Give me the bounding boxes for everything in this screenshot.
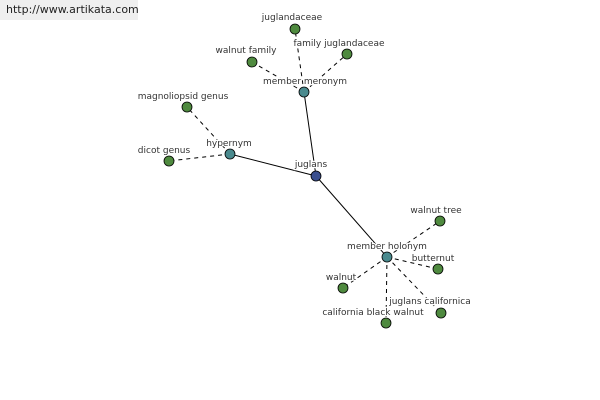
node-label-california-black-walnut: california black walnut: [322, 308, 424, 318]
node-walnut-tree[interactable]: [434, 215, 446, 227]
node-magnoliopsid-genus[interactable]: [181, 101, 193, 113]
node-juglans-californica[interactable]: [435, 307, 447, 319]
node-label-hypernym: hypernym: [206, 139, 252, 149]
edge-juglans-to-member-meronym: [303, 91, 317, 177]
node-member-holonym[interactable]: [381, 251, 393, 263]
edges-layer: [168, 28, 442, 324]
node-label-walnut-tree: walnut tree: [410, 206, 462, 216]
node-juglans[interactable]: [310, 170, 322, 182]
nodes-layer: [163, 23, 447, 329]
node-label-magnoliopsid-genus: magnoliopsid genus: [138, 92, 229, 102]
node-california-black-walnut[interactable]: [380, 317, 392, 329]
node-walnut[interactable]: [337, 282, 349, 294]
node-dicot-genus[interactable]: [163, 155, 175, 167]
node-hypernym[interactable]: [224, 148, 236, 160]
edge-member-holonym-to-walnut-tree: [386, 220, 441, 258]
node-label-juglandaceae: juglandaceae: [261, 13, 323, 23]
node-label-juglans-californica: juglans californica: [388, 297, 471, 307]
labels-layer: juglans hypernym member meronym member holo…: [136, 12, 472, 320]
node-label-member-holonym: member holonym: [347, 242, 427, 252]
edge-member-holonym-to-walnut: [342, 256, 388, 289]
node-label-walnut-family: walnut family: [216, 46, 278, 56]
edge-member-holonym-to-juglans-californica: [386, 256, 442, 314]
node-label-member-meronym: member meronym: [263, 77, 347, 87]
edge-member-holonym-to-california-black-walnut: [385, 256, 388, 324]
node-juglandaceae[interactable]: [289, 23, 301, 35]
watermark-url: http://www.artikata.com: [0, 0, 139, 20]
edge-member-meronym-to-walnut-family: [251, 61, 305, 93]
node-member-meronym[interactable]: [298, 86, 310, 98]
node-label-juglans: juglans: [294, 160, 328, 170]
node-family-juglandaceae[interactable]: [341, 48, 353, 60]
edge-juglans-to-hypernym: [229, 153, 317, 177]
edge-member-meronym-to-juglandaceae: [294, 28, 305, 93]
edge-juglans-to-member-holonym: [315, 175, 388, 258]
node-label-dicot-genus: dicot genus: [138, 146, 191, 156]
edge-member-meronym-to-family-juglandaceae: [303, 53, 348, 93]
node-label-butternut: butternut: [412, 254, 455, 264]
edge-member-holonym-to-butternut: [386, 256, 439, 270]
edge-hypernym-to-dicot-genus: [168, 153, 231, 162]
edge-hypernym-to-magnoliopsid-genus: [186, 106, 231, 155]
node-butternut[interactable]: [432, 263, 444, 275]
node-walnut-family[interactable]: [246, 56, 258, 68]
node-label-family-juglandaceae: family juglandaceae: [293, 39, 385, 49]
node-label-walnut: walnut: [326, 273, 357, 283]
